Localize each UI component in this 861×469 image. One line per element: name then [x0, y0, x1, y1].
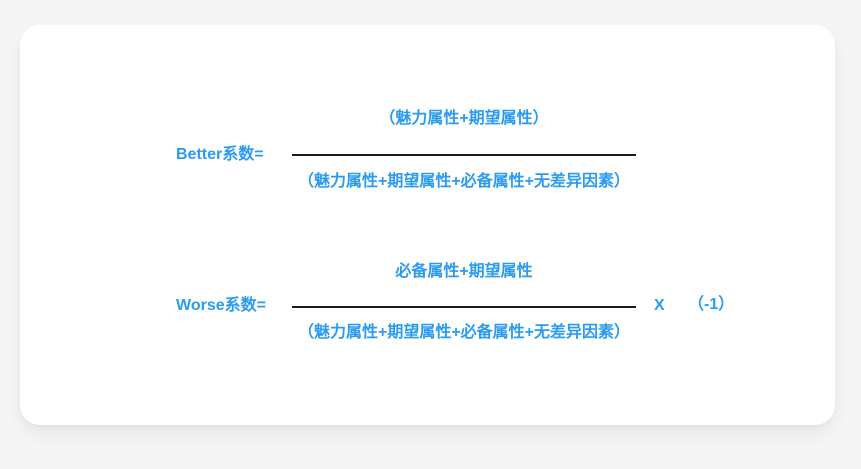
worse-denominator: （魅力属性+期望属性+必备属性+无差异因素）	[297, 324, 631, 341]
better-formula-label: Better系数=	[176, 146, 264, 163]
formula-card: Better系数= （魅力属性+期望属性） （魅力属性+期望属性+必备属性+无差…	[20, 25, 835, 425]
better-denominator: （魅力属性+期望属性+必备属性+无差异因素）	[297, 173, 631, 190]
better-formula: Better系数= （魅力属性+期望属性） （魅力属性+期望属性+必备属性+无差…	[20, 109, 835, 199]
worse-formula-label: Worse系数=	[176, 297, 266, 314]
better-numerator: （魅力属性+期望属性）	[379, 110, 549, 127]
worse-fraction-line	[292, 306, 636, 308]
worse-multiply-sign: X	[654, 297, 665, 314]
better-fraction-line	[292, 154, 636, 156]
worse-multiply-factor: （-1）	[688, 296, 735, 313]
worse-formula: Worse系数= 必备属性+期望属性 （魅力属性+期望属性+必备属性+无差异因素…	[20, 262, 835, 352]
worse-numerator: 必备属性+期望属性	[395, 263, 533, 280]
